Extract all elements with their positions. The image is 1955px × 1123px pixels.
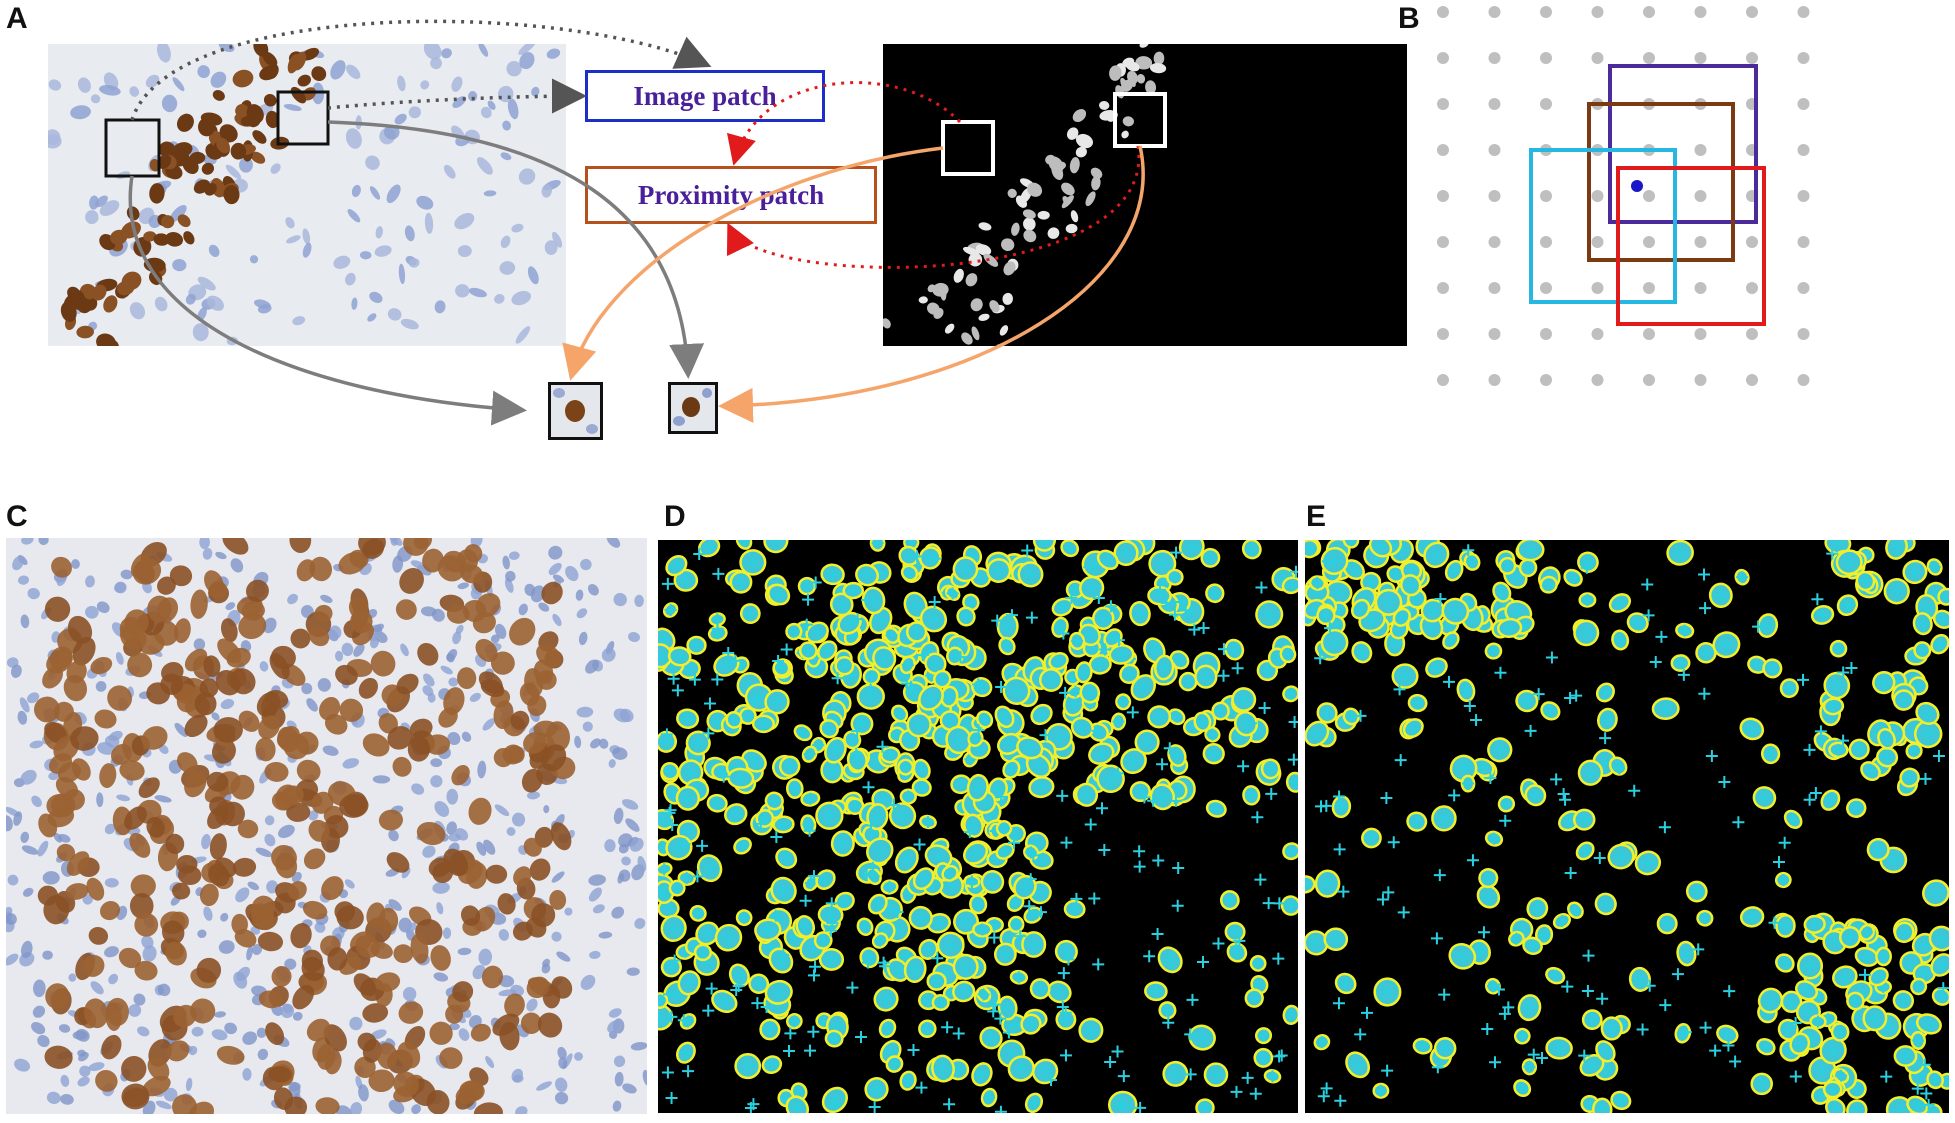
panel-label-c: C: [6, 500, 28, 533]
center-dot: [1631, 180, 1643, 192]
grid-dots: [1437, 6, 1810, 386]
output-patch-right: [668, 382, 718, 434]
panel-label-d: D: [664, 500, 686, 533]
segmentation-image-e: [1305, 540, 1949, 1113]
panel-label-e: E: [1306, 500, 1327, 533]
segmentation-image-d-drawing: [658, 540, 1298, 1113]
panel-b-grid-diagram: [1437, 6, 1810, 386]
image-patch-box: Image patch: [585, 70, 825, 122]
ihc-image-a: [48, 44, 566, 346]
output-patch-left: [548, 382, 603, 440]
ihc-image-c: [6, 538, 647, 1114]
segmentation-image-d: [658, 540, 1298, 1113]
box-brown: [1587, 102, 1735, 262]
proximity-patch-box: Proximity patch: [585, 166, 877, 224]
output-patch-right-drawing: [673, 388, 712, 426]
output-patch-left-drawing: [553, 388, 598, 434]
panel-label-a: A: [6, 2, 28, 35]
ihc-image-a-drawing: [48, 44, 563, 346]
panel-label-b: B: [1398, 2, 1420, 35]
fluorescence-image-a-drawing: [883, 44, 1167, 346]
box-cyan: [1529, 148, 1677, 304]
segmentation-image-e-drawing: [1305, 540, 1949, 1113]
box-purple: [1608, 64, 1758, 224]
box-red: [1616, 166, 1766, 326]
fluorescence-image-a: [883, 44, 1407, 346]
ihc-image-c-drawing: [6, 538, 647, 1114]
